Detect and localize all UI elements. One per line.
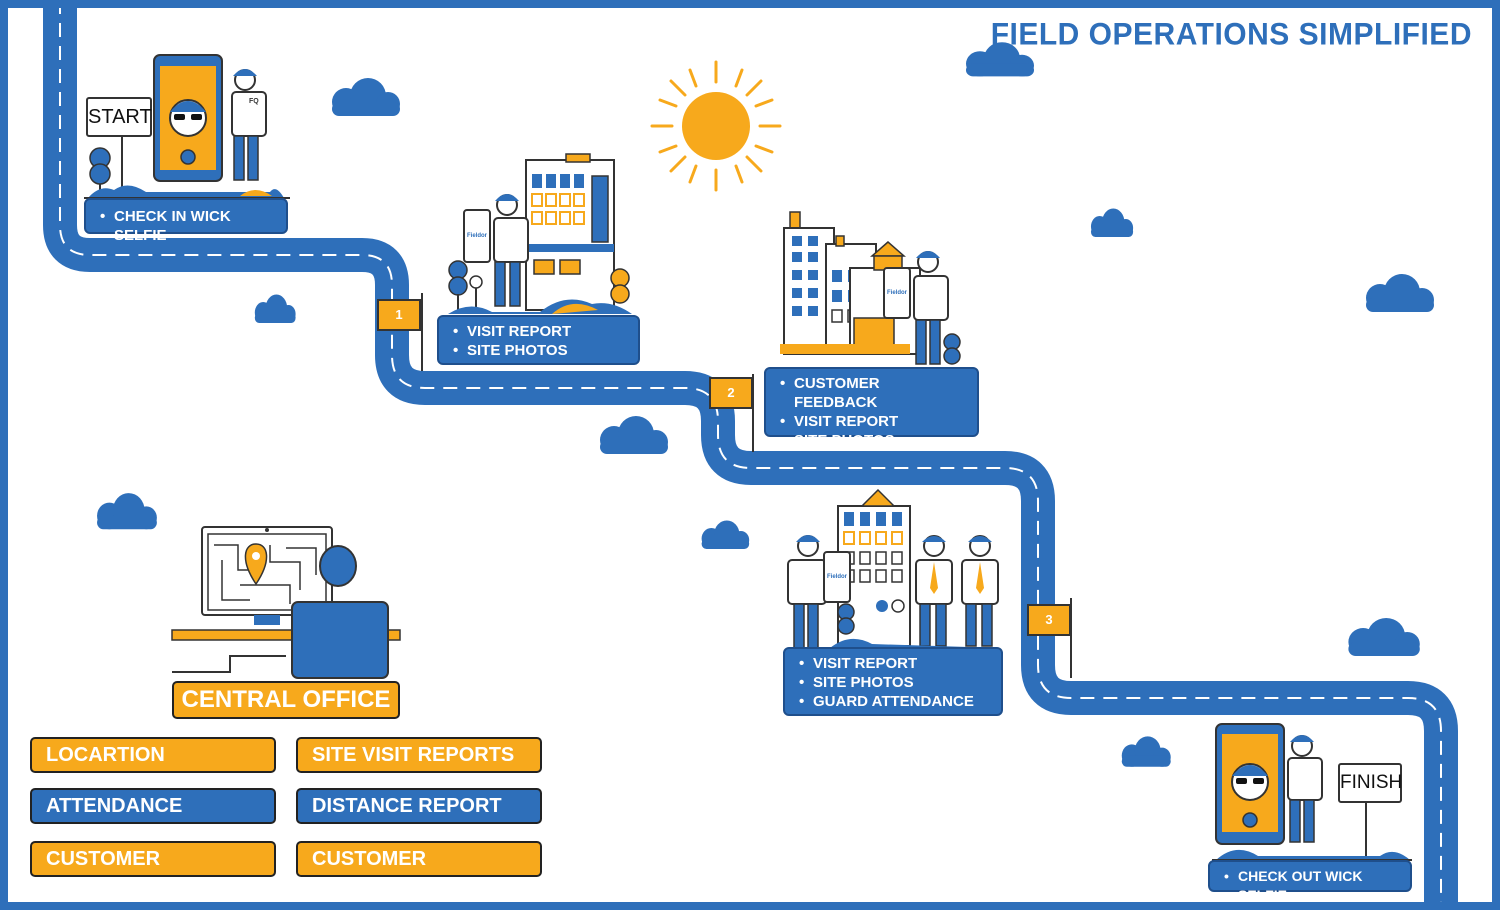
start-sign: START [86, 97, 152, 137]
page-title: FIELD OPERATIONS SIMPLIFIED [990, 17, 1472, 52]
svg-text:Fieldor: Fieldor [827, 574, 848, 580]
step-1-item: SITE PHOTOS [453, 341, 628, 360]
central-office-label: CENTRAL OFFICE [172, 681, 400, 719]
phone-logo: Fieldor [467, 233, 488, 239]
feature-location-tracking: LOCARTION TRACKING [30, 737, 276, 798]
step-2-box: CUSTOMER FEEDBACK VISIT REPORT SITE PHOT… [764, 367, 979, 450]
check-out-box: CHECK OUT WICK SELFIE [1208, 860, 1412, 903]
feature-customer-feedback-2: CUSTOMER FEEDBACK [296, 841, 542, 902]
step-1-flag: 1 [377, 299, 421, 331]
flag-2-pole [752, 374, 754, 452]
sun-icon [650, 60, 782, 192]
feature-attendance-register: ATTENDANCE REGISTER [30, 788, 276, 849]
check-in-label: CHECK IN WICK SELFIE [100, 207, 276, 245]
check-out-label: CHECK OUT WICK SELFIE [1224, 867, 1400, 905]
step-2-flag: 2 [709, 377, 753, 409]
road [43, 0, 1458, 910]
step-3-item: VISIT REPORT [799, 654, 991, 673]
step-1-box: VISIT REPORT SITE PHOTOS [437, 315, 640, 365]
finish-scene [1212, 723, 1412, 861]
start-scene: FQ [84, 54, 290, 199]
flag-1-pole [421, 293, 423, 371]
step-3-scene: Fieldor [787, 488, 1000, 649]
step-2-item: VISIT REPORT [780, 412, 967, 431]
flag-3-pole [1070, 598, 1072, 678]
step-1-item: VISIT REPORT [453, 322, 628, 341]
step-2-scene: Fieldor [780, 211, 961, 365]
feature-customer-feedback: CUSTOMER FEEDBACK [30, 841, 276, 902]
feature-distance-report: DISTANCE REPORT [296, 788, 542, 824]
step-3-box: VISIT REPORT SITE PHOTOS GUARD ATTENDANC… [783, 647, 1003, 716]
check-in-box: CHECK IN WICK SELFIE [84, 198, 288, 244]
step-1-scene: Fieldor [448, 153, 632, 314]
feature-site-visit-reports: SITE VISIT REPORTS [296, 737, 542, 773]
step-2-item: CUSTOMER FEEDBACK [780, 374, 967, 412]
shirt-badge: FQ [249, 98, 259, 105]
step-2-item: SITE PHOTOS [780, 431, 967, 450]
step-3-item: SITE PHOTOS [799, 673, 991, 692]
central-office-scene [171, 526, 401, 679]
svg-text:Fieldor: Fieldor [887, 290, 908, 296]
step-3-flag: 3 [1027, 604, 1071, 636]
step-3-item: GUARD ATTENDANCE [799, 692, 991, 711]
finish-sign: FINISH [1338, 763, 1402, 803]
